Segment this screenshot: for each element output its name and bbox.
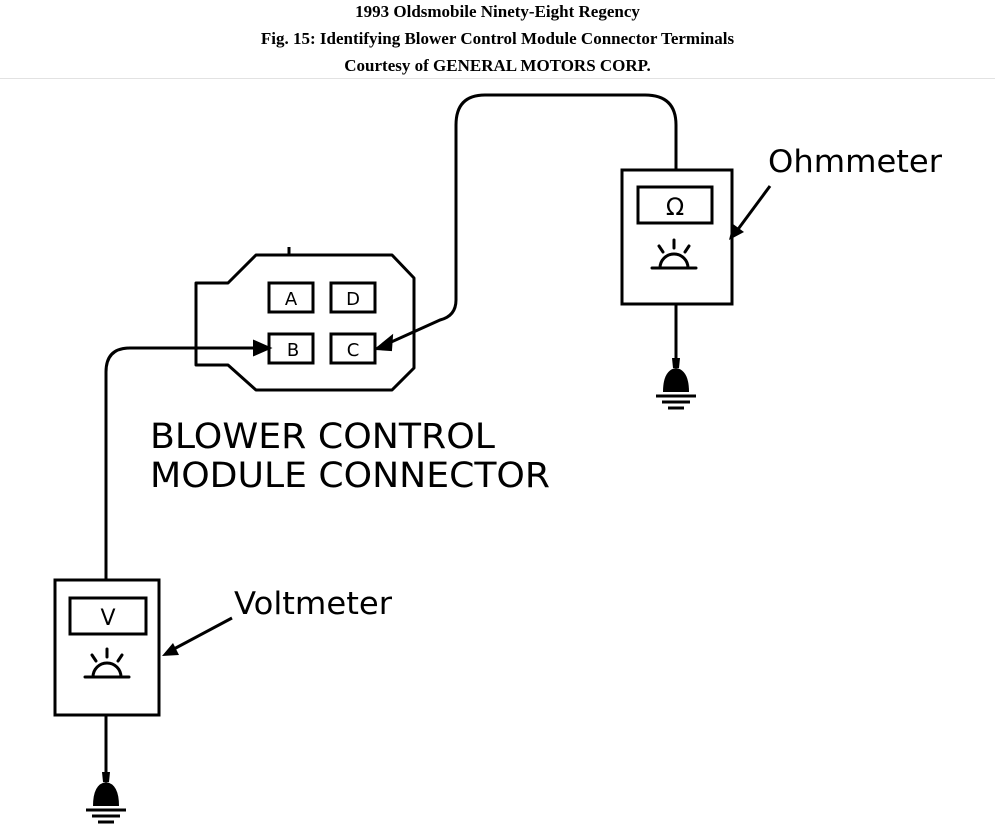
connector-label-line1: BLOWER CONTROL <box>150 417 496 457</box>
voltmeter-selector-knob-icon <box>83 647 131 679</box>
terminal-a <box>267 281 315 314</box>
voltmeter-wire <box>104 346 266 582</box>
ohmmeter-ground-icon <box>656 358 696 410</box>
terminal-b <box>267 332 315 365</box>
terminal-a-label: A <box>285 289 298 310</box>
volt-symbol: V <box>100 606 115 631</box>
ohmmeter-wire <box>376 93 678 350</box>
ohmmeter-selector-knob-icon <box>650 238 698 270</box>
terminal-b-label: B <box>287 340 299 361</box>
terminal-c-label: C <box>347 340 360 361</box>
ohmmeter-display <box>636 185 714 225</box>
connector-housing <box>194 253 416 392</box>
voltmeter-probe-arrow <box>253 339 273 357</box>
terminal-d-label: D <box>346 289 360 310</box>
ohmmeter: Ω <box>620 168 734 410</box>
figure-caption: Fig. 15: Identifying Blower Control Modu… <box>260 29 735 48</box>
terminal-d <box>329 281 377 314</box>
voltmeter-pointer-line <box>171 616 233 652</box>
ohmmeter-pointer-line <box>734 185 772 233</box>
ohmmeter-probe-arrow <box>373 333 394 352</box>
voltmeter: V <box>53 578 161 824</box>
ohmmeter-label: Ohmmeter <box>768 144 942 180</box>
figure-credit: Courtesy of GENERAL MOTORS CORP. <box>344 56 651 75</box>
terminal-c <box>329 332 377 365</box>
voltmeter-ground-icon <box>86 772 126 824</box>
connector-label-line2: MODULE CONNECTOR <box>150 456 550 496</box>
vehicle-title: 1993 Oldsmobile Ninety-Eight Regency <box>355 2 640 21</box>
voltmeter-display <box>68 596 148 636</box>
voltmeter-label: Voltmeter <box>234 586 392 622</box>
voltmeter-pointer-arrow <box>162 643 179 656</box>
figure-header: 1993 Oldsmobile Ninety-Eight Regency Fig… <box>0 0 995 79</box>
ohm-symbol: Ω <box>666 193 684 221</box>
ohmmeter-pointer-arrow <box>729 224 744 240</box>
blower-control-module-connector: A D B C <box>194 247 416 392</box>
